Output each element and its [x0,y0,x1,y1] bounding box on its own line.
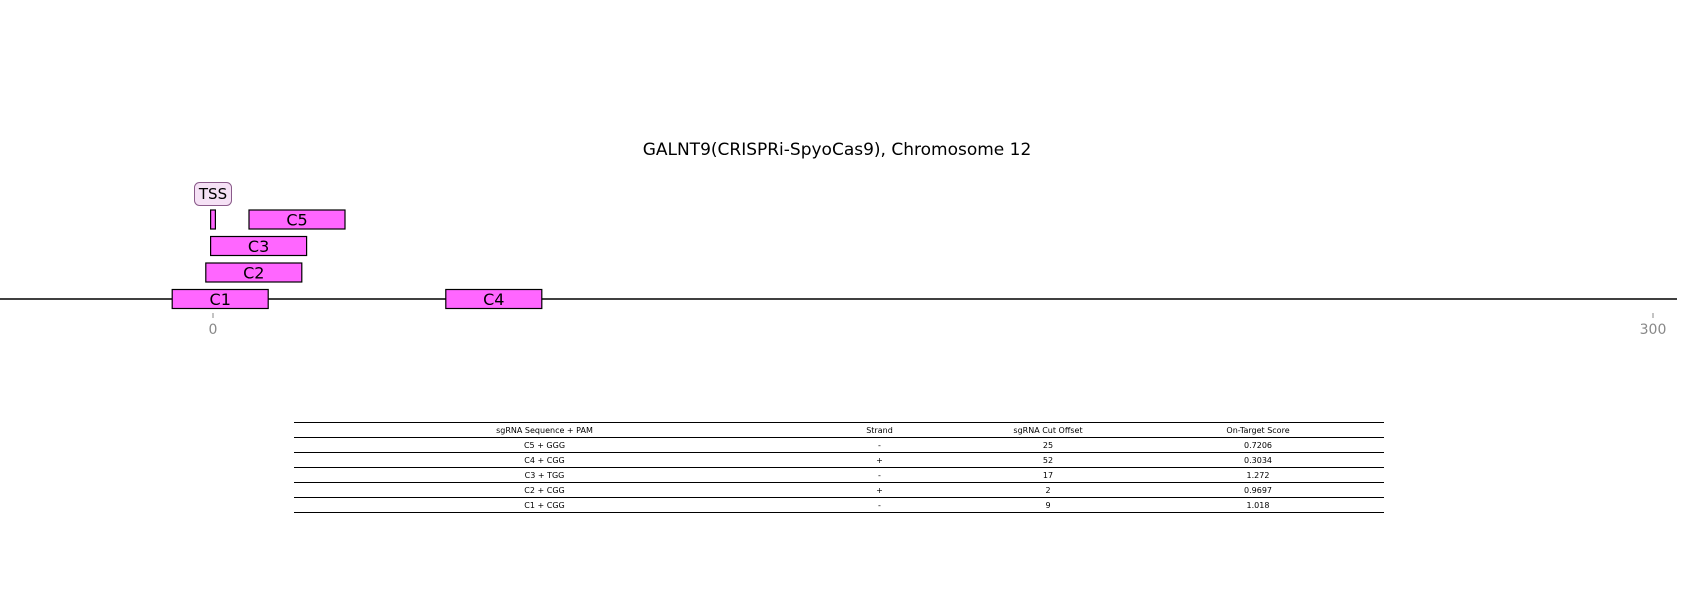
tss-label-box [194,182,232,206]
header-on-target-score: On-Target Score [1226,425,1290,435]
cell-score: 1.272 [1246,470,1270,480]
header-cut-offset: sgRNA Cut Offset [1013,425,1083,435]
tss-marker: TSS [194,182,232,206]
guide-bar-c3 [210,235,308,257]
table-row: C2 + CGG + 2 0.9697 [294,483,1384,498]
guide-label-c3: C3 [248,237,269,256]
cell-score: 0.7206 [1244,440,1272,450]
cell-strand: + [876,455,883,465]
tss-label: TSS [198,185,227,203]
cell-sequence: C5 + GGG [523,440,566,450]
table-row: C4 + CGG + 52 0.3034 [294,453,1384,468]
x-axis-ticks: -500300 [209,313,1667,338]
cell-cut-offset: 25 [1042,440,1054,450]
guide-bar-unlabeled [210,209,217,230]
table-row: C1 + CGG - 9 1.018 [294,498,1384,513]
header-sequence: sgRNA Sequence + PAM [496,425,593,435]
cell-score: 1.018 [1246,500,1270,510]
header-strand: Strand [866,425,893,435]
cell-cut-offset: 52 [1042,455,1054,465]
guide-bar-c5 [248,209,346,230]
cell-cut-offset: 2 [1045,485,1051,495]
cell-strand: - [878,440,881,450]
guide-label-c2: C2 [243,264,264,283]
cell-sequence: C1 + CGG [524,500,565,510]
cell-cut-offset: 17 [1042,470,1054,480]
cell-score: 0.3034 [1244,455,1272,465]
guide-label-c1: C1 [210,290,231,309]
table-header-row: sgRNA Sequence + PAM Strand sgRNA Cut Of… [294,422,1384,438]
cell-cut-offset: 9 [1045,500,1051,510]
table-row: C5 + GGG - 25 0.7206 [294,438,1384,453]
x-tick-label: 0 [209,322,218,338]
x-tick-label: 300 [1640,322,1667,338]
guide-bar-c1 [171,288,269,310]
sgrna-table: sgRNA Sequence + PAM Strand sgRNA Cut Of… [294,422,1384,513]
cell-score: 0.9697 [1244,485,1272,495]
cell-strand: - [878,500,881,510]
cell-sequence: C3 + TGG [524,470,565,480]
guide-bar-c2 [205,262,303,283]
guide-label-c4: C4 [483,290,504,309]
guide-bars: C1 C4 C2 C3 C5 [171,209,543,310]
guide-label-c5: C5 [286,211,307,230]
table-row: C3 + TGG - 17 1.272 [294,468,1384,483]
chart-title: GALNT9(CRISPRi-SpyoCas9), Chromosome 12 [643,140,1032,160]
cell-strand: - [878,470,881,480]
guide-bar-c4 [445,288,543,310]
cell-strand: + [876,485,883,495]
cell-sequence: C4 + CGG [524,455,565,465]
cell-sequence: C2 + CGG [524,485,565,495]
